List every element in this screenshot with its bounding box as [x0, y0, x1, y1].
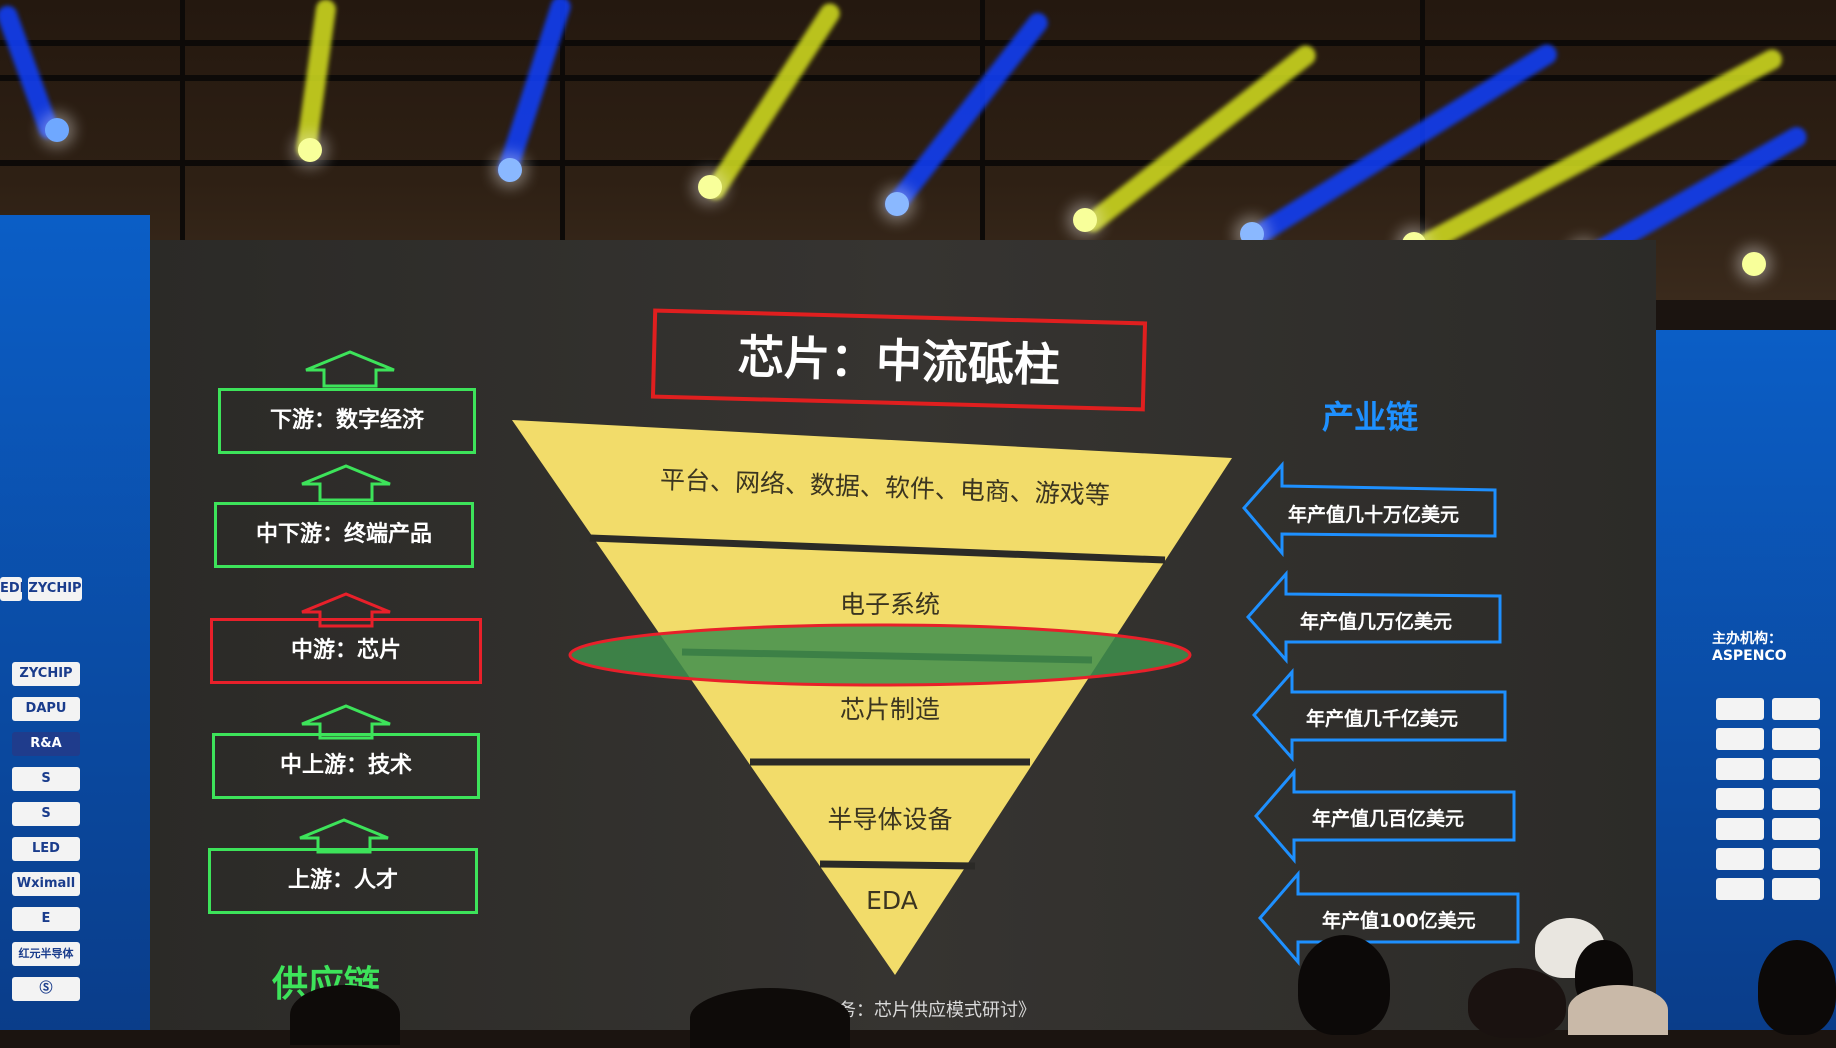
pyramid-tier-label: EDA [866, 886, 918, 915]
sponsor-logo [1772, 698, 1820, 720]
supply-stage-box: 中上游：技术 [212, 733, 480, 799]
left-arrow-icon [1242, 461, 1497, 558]
tier-divider [589, 534, 1166, 564]
pyramid-tier-label: 芯片制造 [839, 695, 940, 724]
industry-value-label: 年产值几千亿美元 [1306, 708, 1459, 730]
slide-footer: 服务：芯片供应模式研讨》 [820, 1000, 1036, 1021]
audience-head [1298, 935, 1390, 1035]
audience-head [290, 985, 400, 1045]
pyramid-tier-label: 半导体设备 [827, 805, 953, 834]
stage-light [885, 192, 909, 216]
sponsor-logo [1772, 818, 1820, 840]
sponsor-logo [1772, 758, 1820, 780]
audience-head [1758, 940, 1836, 1035]
audience-shoulder [1568, 985, 1668, 1035]
sponsor-logo: EDN [0, 577, 22, 601]
sponsor-logo [1772, 788, 1820, 810]
up-arrow-icon [301, 704, 391, 740]
sponsor-logo: LED [12, 837, 80, 861]
up-arrow-icon [299, 818, 389, 854]
sponsor-logo [1716, 788, 1764, 810]
stage-light [698, 175, 722, 199]
sponsor-logo [1716, 758, 1764, 780]
sponsor-logo [1772, 878, 1820, 900]
chip-layer-highlight [568, 623, 1192, 687]
truss-bar [0, 75, 1836, 81]
left-arrow-icon [1258, 869, 1520, 967]
stage-light [298, 138, 322, 162]
left-arrow-icon [1245, 570, 1502, 664]
supply-stage-box-highlighted: 中游：芯片 [210, 618, 482, 684]
sponsor-logo [1716, 878, 1764, 900]
sponsor-logo: Wximall [12, 872, 80, 896]
sponsor-logo [1716, 728, 1764, 750]
sponsor-logo: 红元半导体 [12, 942, 80, 966]
sponsor-logo: ZYCHIP [28, 577, 82, 601]
left-arrow-icon [1251, 668, 1507, 762]
up-arrow-icon [305, 350, 395, 388]
truss-post [180, 0, 185, 240]
stage-light [1073, 208, 1097, 232]
sponsor-logo [1772, 848, 1820, 870]
truss-bar [0, 40, 1836, 46]
industry-value-label: 年产值100亿美元 [1322, 910, 1476, 932]
sponsor-label: 主办机构：ASPENCO [1712, 631, 1787, 664]
sponsor-logo [1716, 818, 1764, 840]
sponsor-logo [1772, 728, 1820, 750]
up-arrow-icon [301, 464, 391, 502]
sponsor-logo: S [12, 767, 80, 791]
tier-divider [819, 860, 976, 870]
stage-light [1742, 252, 1766, 276]
truss-post [980, 0, 985, 260]
sponsor-logo: Ⓢ [12, 977, 80, 1001]
audience-head [690, 988, 850, 1048]
stage-light [498, 158, 522, 182]
supply-stage-box: 下游：数字经济 [218, 388, 476, 454]
industry-value-label: 年产值几十万亿美元 [1288, 504, 1460, 526]
sponsor-logo: E [12, 907, 80, 931]
truss-post [560, 0, 565, 250]
right-side-screen [1656, 330, 1836, 1030]
pyramid-tier-label: 电子系统 [839, 590, 940, 619]
sponsor-logo: S [12, 802, 80, 826]
supply-stage-box: 上游：人才 [208, 848, 478, 914]
industry-chain-label: 产业链 [1322, 398, 1419, 436]
sponsor-logo: ZYCHIP [12, 662, 80, 686]
supply-stage-box: 中下游：终端产品 [214, 502, 474, 568]
stage-light [45, 118, 69, 142]
audience-head [1468, 968, 1566, 1038]
sponsor-logo [1716, 698, 1764, 720]
industry-value-label: 年产值几百亿美元 [1312, 808, 1465, 830]
sponsor-logo: DAPU [12, 697, 80, 721]
sponsor-logo [1716, 848, 1764, 870]
left-arrow-icon [1254, 767, 1516, 865]
sponsor-logo: R&A [12, 732, 80, 756]
industry-value-label: 年产值几万亿美元 [1300, 611, 1453, 633]
